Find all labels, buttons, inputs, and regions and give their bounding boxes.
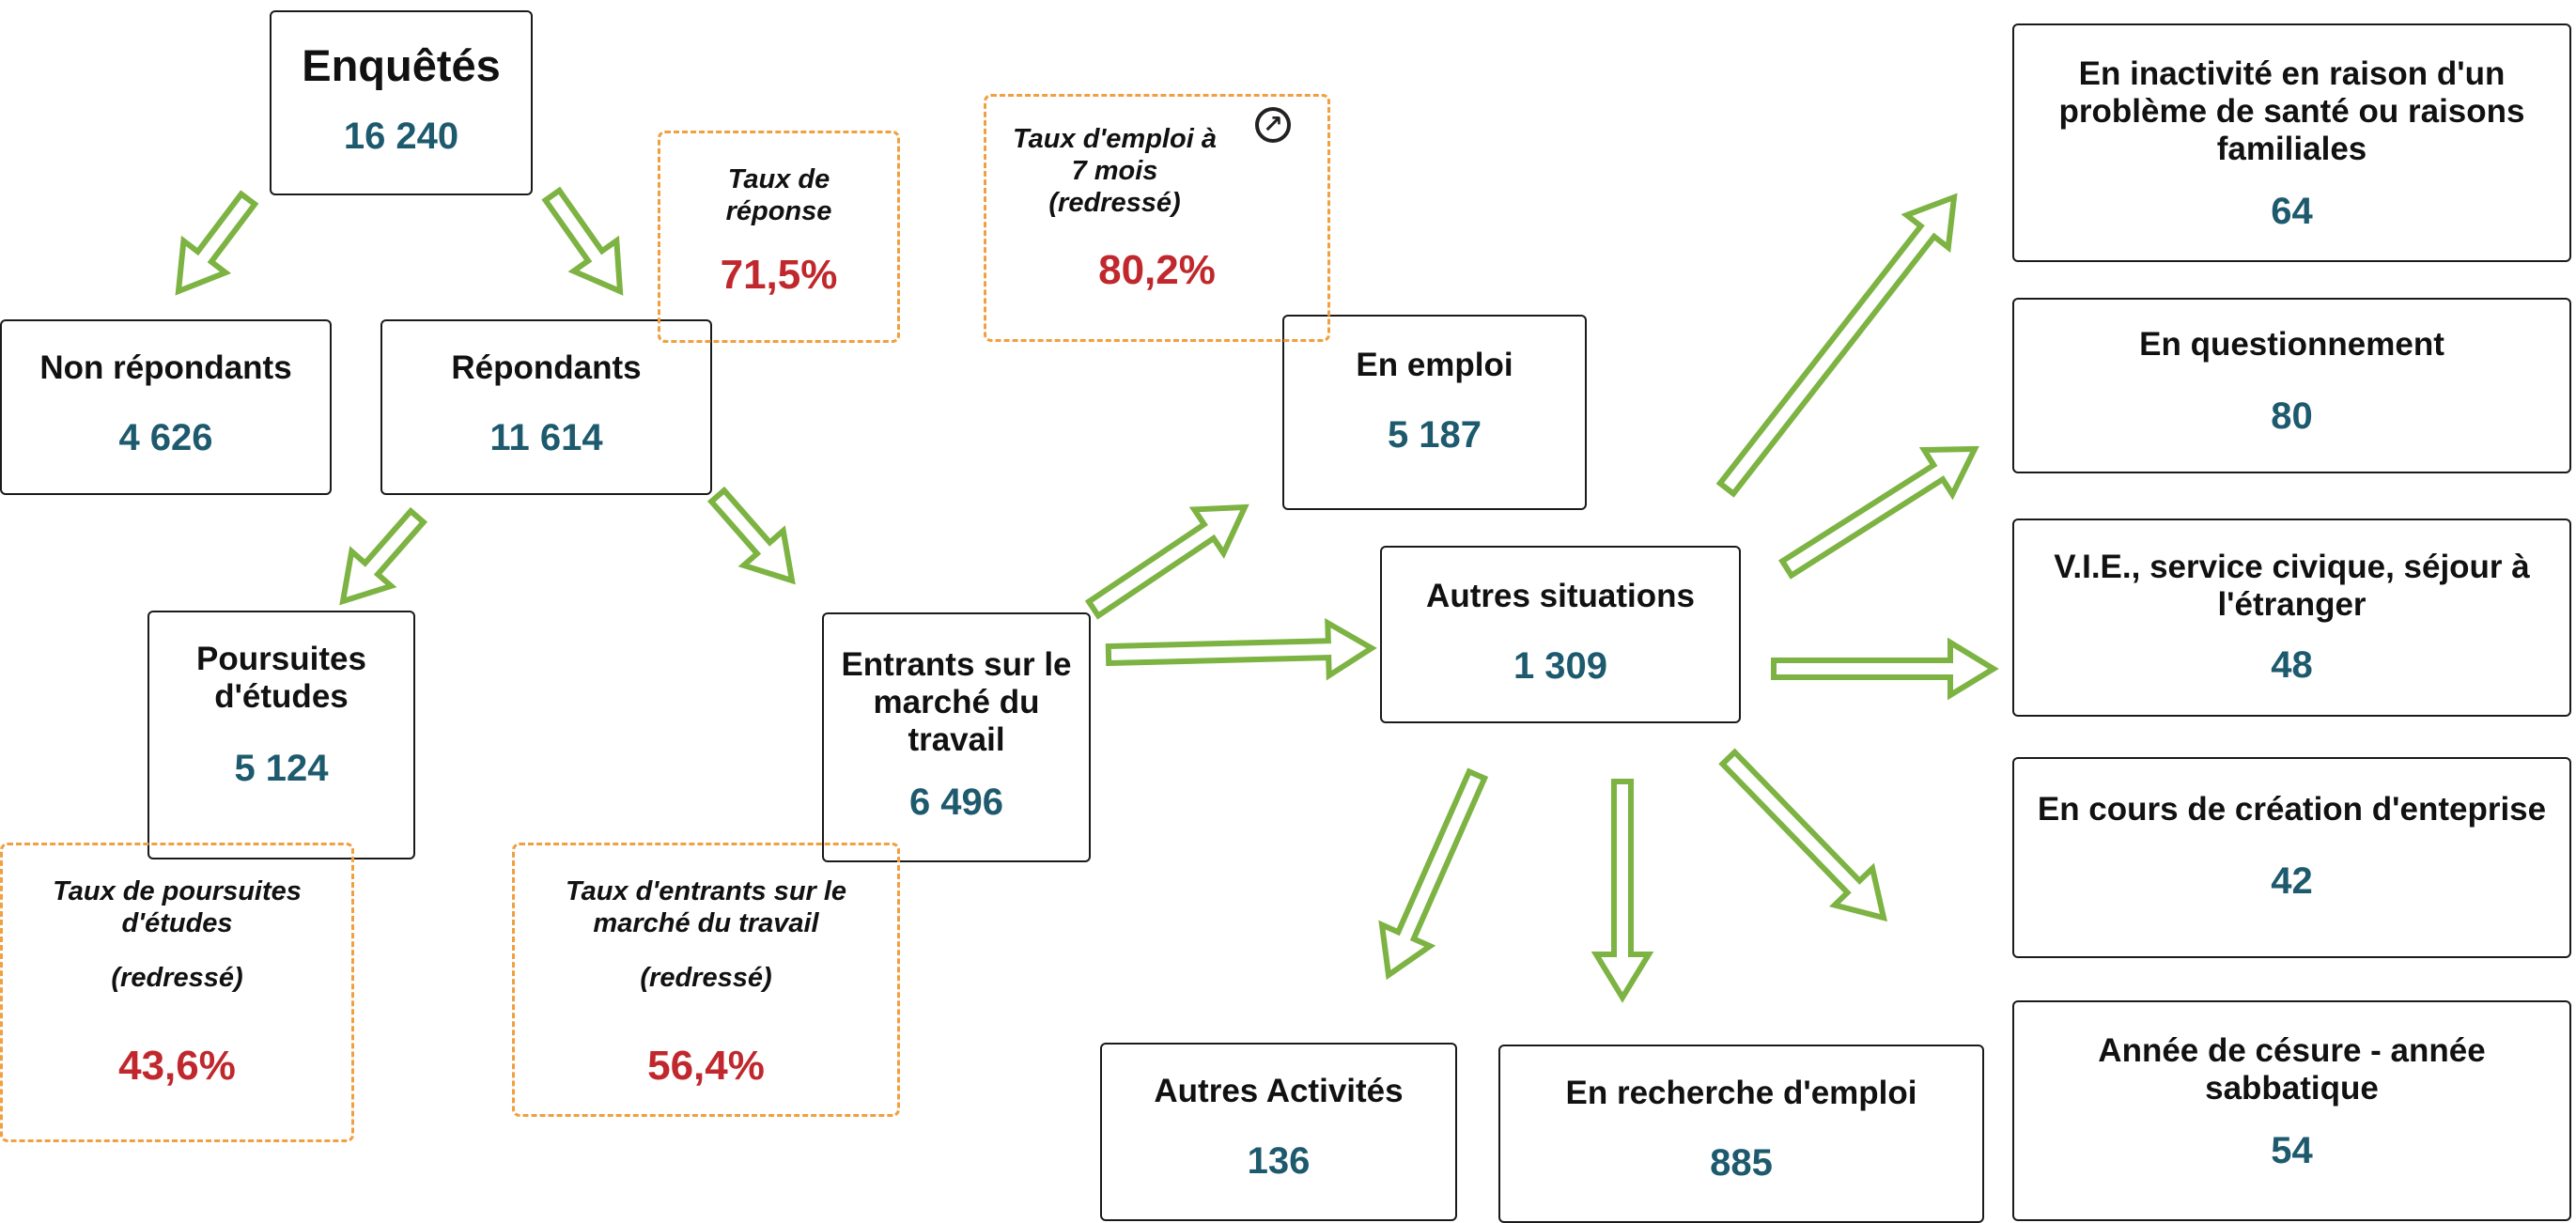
arrow-situations-to-autres-activites [1378, 767, 1489, 981]
inactivite-label: En inactivité en raison d'un problème de… [2058, 55, 2525, 167]
non-repondants-value: 4 626 [118, 417, 213, 458]
recherche-emploi-value: 885 [1710, 1142, 1773, 1184]
enquetes-label: Enquêtés [302, 40, 501, 90]
autres-situations-label: Autres situations [1426, 578, 1695, 614]
entrants-value: 6 496 [908, 782, 1004, 823]
arrow-situations-to-vie [1771, 637, 1999, 701]
rate-reponse: Taux de réponse 71,5% [658, 131, 900, 343]
arrow-situations-to-recherche [1591, 779, 1654, 1003]
rate-reponse-value: 71,5% [720, 252, 838, 298]
questionnement-value: 80 [2271, 395, 2313, 437]
rate-emploi-value: 80,2% [1098, 247, 1216, 293]
creation-label: En cours de création d'enteprise [2037, 791, 2547, 828]
arrow-situations-to-questionnement [1778, 445, 1979, 580]
arrow-entrants-to-en-emploi [1084, 503, 1249, 620]
repondants-label: Répondants [451, 349, 642, 386]
rate-poursuites-value: 43,6% [118, 1043, 236, 1089]
arrow-situations-to-creation [1718, 748, 1888, 922]
box-entrants-marche: Entrants sur le marché du travail 6 496 [822, 612, 1091, 862]
arrow-entrants-to-autres-situations [1105, 617, 1377, 681]
arrow-enquetes-to-non-repondants [175, 190, 259, 296]
rate-poursuites-sublabel: (redressé) [111, 963, 243, 993]
rate-emploi-label: Taux d'emploi à 7 mois (redressé) [1013, 124, 1217, 218]
arrow-enquetes-to-repondants [541, 186, 624, 296]
box-repondants: Répondants 11 614 [380, 319, 712, 495]
box-inactivite: En inactivité en raison d'un problème de… [2012, 23, 2571, 262]
box-non-repondants: Non répondants 4 626 [0, 319, 332, 495]
inactivite-value: 64 [2271, 191, 2313, 232]
rate-poursuites-label: Taux de poursuites d'études [53, 876, 302, 938]
vie-label: V.I.E., service civique, séjour à l'étra… [2054, 549, 2530, 623]
box-en-emploi: En emploi 5 187 [1282, 315, 1587, 510]
questionnement-label: En questionnement [2139, 326, 2444, 363]
rate-reponse-label: Taux de réponse [725, 164, 832, 226]
creation-value: 42 [2271, 860, 2313, 902]
autres-activites-label: Autres Activités [1154, 1073, 1404, 1109]
rate-poursuites: Taux de poursuites d'études (redressé) 4… [0, 843, 354, 1142]
box-annee-cesure: Année de césure - année sabbatique 54 [2012, 1000, 2571, 1221]
arrow-up-right-circle-icon[interactable]: ↗ [1255, 107, 1291, 143]
box-creation-entreprise: En cours de création d'enteprise 42 [2012, 757, 2571, 958]
cesure-value: 54 [2271, 1130, 2313, 1171]
rate-entrants-sublabel: (redressé) [640, 963, 772, 993]
box-recherche-emploi: En recherche d'emploi 885 [1498, 1045, 1984, 1223]
box-vie-service-civique: V.I.E., service civique, séjour à l'étra… [2012, 519, 2571, 717]
poursuites-value: 5 124 [234, 748, 329, 789]
vie-value: 48 [2271, 644, 2313, 686]
box-poursuites-etudes: Poursuites d'études 5 124 [147, 611, 415, 859]
arrow-repondants-to-entrants [706, 486, 796, 585]
repondants-value: 11 614 [489, 417, 603, 458]
box-questionnement: En questionnement 80 [2012, 298, 2571, 473]
poursuites-label: Poursuites d'études [196, 641, 366, 715]
box-autres-activites: Autres Activités 136 [1100, 1043, 1457, 1221]
recherche-emploi-label: En recherche d'emploi [1565, 1075, 1917, 1111]
rate-emploi: Taux d'emploi à 7 mois (redressé) 80,2% [984, 94, 1330, 342]
cesure-label: Année de césure - année sabbatique [2098, 1032, 2486, 1107]
arrow-repondants-to-poursuites [339, 506, 428, 606]
box-enquetes: Enquêtés 16 240 [270, 10, 533, 195]
rate-entrants: Taux d'entrants sur le marché du travail… [512, 843, 900, 1117]
enquetes-value: 16 240 [343, 116, 459, 157]
rate-entrants-label: Taux d'entrants sur le marché du travail [565, 876, 847, 938]
autres-activites-value: 136 [1247, 1140, 1311, 1182]
autres-situations-value: 1 309 [1513, 645, 1608, 687]
en-emploi-value: 5 187 [1387, 414, 1482, 456]
non-repondants-label: Non répondants [39, 349, 292, 386]
entrants-label: Entrants sur le marché du travail [841, 646, 1072, 758]
box-autres-situations: Autres situations 1 309 [1380, 546, 1741, 723]
arrow-situations-to-inactivite [1715, 193, 1958, 498]
rate-entrants-value: 56,4% [647, 1043, 765, 1089]
en-emploi-label: En emploi [1356, 347, 1513, 383]
